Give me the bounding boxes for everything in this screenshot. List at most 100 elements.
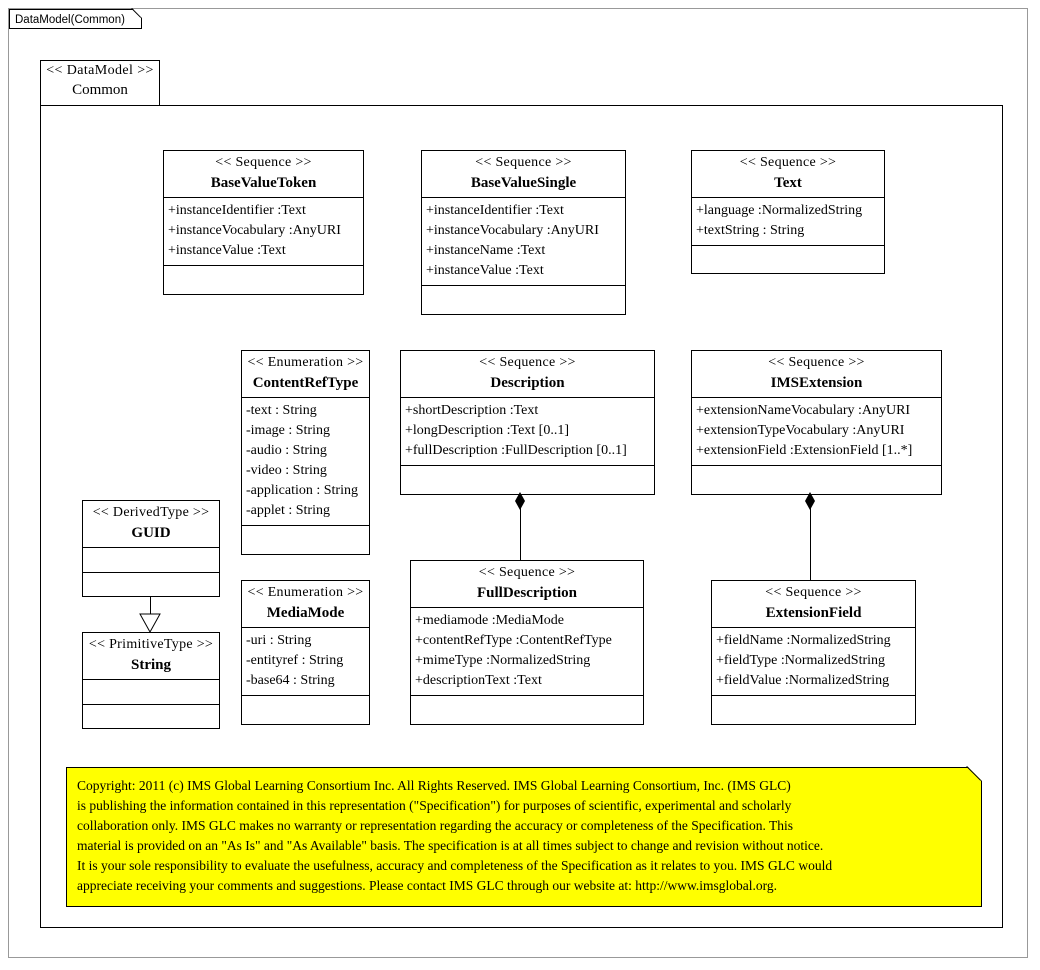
class-header: << Sequence >> ExtensionField <box>712 581 915 628</box>
class-attribute: +extensionNameVocabulary :AnyURI <box>696 403 911 418</box>
class-attribute: +fullDescription :FullDescription [0..1] <box>405 443 627 458</box>
class-box-basevaluetoken[interactable]: << Sequence >> BaseValueToken +instanceI… <box>163 150 364 295</box>
class-attributes: +fieldName :NormalizedString +fieldType … <box>712 628 915 696</box>
class-attribute: +instanceIdentifier :Text <box>426 203 564 218</box>
diagram-frame-tab: DataModel(Common) <box>9 9 142 29</box>
class-name: GUID <box>131 525 171 541</box>
class-attributes: -uri : String -entityref : String -base6… <box>242 628 369 696</box>
note-line: material is provided on an "As Is" and "… <box>77 838 824 853</box>
class-attribute: -applet : String <box>246 503 330 518</box>
class-operations <box>712 696 915 720</box>
class-attribute: -text : String <box>246 403 317 418</box>
class-header: << Enumeration >> MediaMode <box>242 581 369 628</box>
class-box-fulldescription[interactable]: << Sequence >> FullDescription +mediamod… <box>410 560 644 725</box>
class-attribute: +fieldType :NormalizedString <box>716 653 886 668</box>
note-line: appreciate receiving your comments and s… <box>77 878 777 893</box>
class-operations <box>242 696 369 720</box>
class-stereotype: << Sequence >> <box>479 355 576 370</box>
class-header: << Enumeration >> ContentRefType <box>242 351 369 398</box>
class-attribute: +shortDescription :Text <box>405 403 539 418</box>
class-header: << Sequence >> Description <box>401 351 654 398</box>
class-box-basevaluesingle[interactable]: << Sequence >> BaseValueSingle +instance… <box>421 150 626 315</box>
class-header: << PrimitiveType >> String <box>83 633 219 680</box>
class-stereotype: << Sequence >> <box>768 355 865 370</box>
composition-diamond-icon <box>515 492 525 510</box>
class-operations <box>401 466 654 490</box>
class-name: BaseValueSingle <box>470 175 577 191</box>
diagram-frame-label: DataModel(Common) <box>15 14 125 26</box>
generalization-arrow-icon <box>139 613 161 633</box>
class-box-string[interactable]: << PrimitiveType >> String <box>82 632 220 729</box>
class-attributes: -text : String -image : String -audio : … <box>242 398 369 526</box>
diagram-frame <box>8 8 1028 958</box>
note-fold-icon <box>968 767 982 781</box>
class-operations <box>242 526 369 550</box>
class-attribute: -uri : String <box>246 633 312 648</box>
class-attribute: +fieldValue :NormalizedString <box>716 673 890 688</box>
class-attributes: +shortDescription :Text +longDescription… <box>401 398 654 466</box>
class-header: << Sequence >> FullDescription <box>411 561 643 608</box>
class-name: IMSExtension <box>770 375 863 391</box>
class-operations <box>164 266 363 290</box>
note-line: Copyright: 2011 (c) IMS Global Learning … <box>77 778 791 793</box>
class-operations <box>422 286 625 310</box>
class-stereotype: << Sequence >> <box>739 155 837 170</box>
class-attributes: +extensionNameVocabulary :AnyURI +extens… <box>692 398 941 466</box>
class-name: String <box>130 657 171 673</box>
class-box-contentreftype[interactable]: << Enumeration >> ContentRefType -text :… <box>241 350 370 555</box>
class-header: << Sequence >> BaseValueToken <box>164 151 363 198</box>
class-attribute: +language :NormalizedString <box>696 203 863 218</box>
class-attributes <box>83 548 219 573</box>
class-attribute: -audio : String <box>246 443 327 458</box>
package-name: Common <box>72 82 128 98</box>
class-attributes: +instanceIdentifier :Text +instanceVocab… <box>422 198 625 286</box>
class-attribute: +instanceValue :Text <box>168 243 286 258</box>
class-attribute: +instanceName :Text <box>426 243 546 258</box>
copyright-note: Copyright: 2011 (c) IMS Global Learning … <box>66 767 982 907</box>
class-operations <box>411 696 643 720</box>
class-attribute: +instanceVocabulary :AnyURI <box>168 223 341 238</box>
class-box-mediamode[interactable]: << Enumeration >> MediaMode -uri : Strin… <box>241 580 370 725</box>
class-attributes: +language :NormalizedString +textString … <box>692 198 884 246</box>
class-attribute: +contentRefType :ContentRefType <box>415 633 612 648</box>
class-attribute: +mediamode :MediaMode <box>415 613 565 628</box>
class-attribute: -video : String <box>246 463 327 478</box>
class-name: Description <box>490 375 565 391</box>
class-stereotype: << Enumeration >> <box>247 585 364 600</box>
class-name: MediaMode <box>266 605 345 621</box>
class-name: ContentRefType <box>252 375 359 391</box>
class-attribute: +instanceIdentifier :Text <box>168 203 306 218</box>
class-stereotype: << Sequence >> <box>475 155 572 170</box>
class-operations <box>83 705 219 729</box>
class-stereotype: << Sequence >> <box>215 155 312 170</box>
class-header: << Sequence >> IMSExtension <box>692 351 941 398</box>
class-attributes <box>83 680 219 705</box>
class-attribute: -image : String <box>246 423 330 438</box>
class-operations <box>692 246 884 270</box>
class-attribute: +extensionTypeVocabulary :AnyURI <box>696 423 905 438</box>
class-stereotype: << Sequence >> <box>765 585 862 600</box>
package-tab-common[interactable]: << DataModel >> Common <box>40 60 160 106</box>
note-line: collaboration only. IMS GLC makes no war… <box>77 818 794 833</box>
class-attributes: +instanceIdentifier :Text +instanceVocab… <box>164 198 363 266</box>
class-stereotype: << Enumeration >> <box>247 355 364 370</box>
frame-tab-fold-icon <box>132 9 142 18</box>
class-attribute: +instanceVocabulary :AnyURI <box>426 223 599 238</box>
class-attribute: +fieldName :NormalizedString <box>716 633 891 648</box>
class-stereotype: << DerivedType >> <box>92 505 210 520</box>
class-operations <box>692 466 941 490</box>
class-attribute: -base64 : String <box>246 673 335 688</box>
class-box-guid[interactable]: << DerivedType >> GUID <box>82 500 220 597</box>
class-box-text[interactable]: << Sequence >> Text +language :Normalize… <box>691 150 885 274</box>
class-attribute: -application : String <box>246 483 358 498</box>
class-box-description[interactable]: << Sequence >> Description +shortDescrip… <box>400 350 655 495</box>
note-line: is publishing the information contained … <box>77 798 792 813</box>
package-stereotype: << DataModel >> <box>46 63 154 78</box>
class-attribute: -entityref : String <box>246 653 344 668</box>
class-header: << Sequence >> BaseValueSingle <box>422 151 625 198</box>
class-attribute: +instanceValue :Text <box>426 263 544 278</box>
class-box-imsextension[interactable]: << Sequence >> IMSExtension +extensionNa… <box>691 350 942 495</box>
class-box-extensionfield[interactable]: << Sequence >> ExtensionField +fieldName… <box>711 580 916 725</box>
class-attribute: +longDescription :Text [0..1] <box>405 423 569 438</box>
class-attribute: +mimeType :NormalizedString <box>415 653 591 668</box>
